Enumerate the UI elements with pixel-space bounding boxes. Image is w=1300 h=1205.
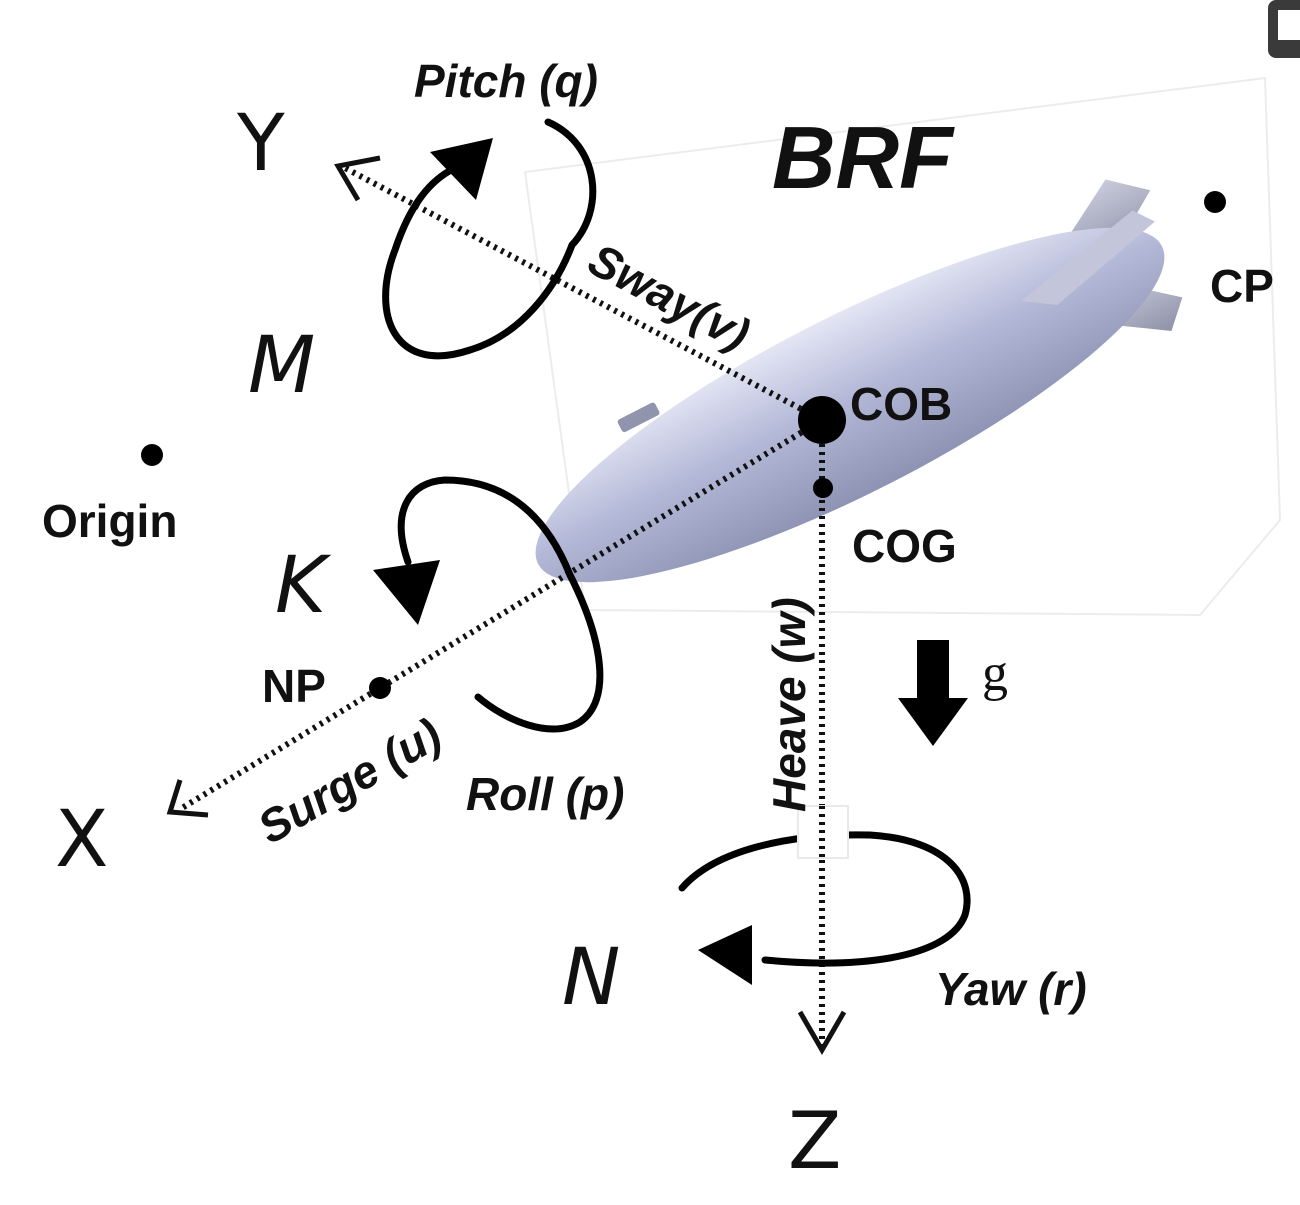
- yaw-moment-label: N: [562, 933, 620, 1023]
- np-label: NP: [262, 660, 326, 712]
- y-axis-label: Y: [236, 99, 285, 189]
- pitch-rotation-curve: [382, 118, 597, 360]
- airship-gondola: [617, 402, 660, 433]
- roll-rotation-curve: [397, 476, 604, 733]
- points: [141, 191, 1226, 699]
- z-axis-label: Z: [788, 1097, 841, 1187]
- brf-title: BRF: [772, 108, 955, 207]
- yaw-rotation-curve: [678, 831, 971, 967]
- roll-arrowhead: [373, 560, 440, 625]
- sway-motion-label: Sway(v): [580, 233, 758, 361]
- airship-tail-fin: [1021, 210, 1155, 306]
- origin-label: Origin: [42, 495, 177, 547]
- roll-motion-label: Roll (p): [466, 768, 624, 820]
- yaw-arrowhead: [698, 925, 752, 985]
- z-axis-arrowhead: [797, 1010, 847, 1055]
- cp-marker: [1204, 191, 1226, 213]
- cog-marker: [813, 478, 833, 498]
- cob-marker: [798, 396, 846, 444]
- corner-button-icon[interactable]: [1268, 0, 1300, 58]
- surge-motion-label: Surge (u): [249, 708, 450, 854]
- x-axis-label: X: [55, 795, 108, 885]
- airship-hull: [535, 227, 1165, 583]
- np-marker: [369, 677, 391, 699]
- pitch-arrowhead: [430, 138, 493, 200]
- pitch-motion-label: Pitch (q): [414, 55, 598, 107]
- yaw-motion-label: Yaw (r): [935, 963, 1087, 1015]
- gravity-arrow: [898, 640, 968, 746]
- cog-label: COG: [852, 520, 957, 572]
- heave-motion-label: Heave (w): [763, 597, 815, 812]
- airship: [535, 179, 1183, 583]
- y-axis-line: [343, 165, 824, 423]
- origin-marker: [141, 444, 163, 466]
- y-axis-arrowhead: [334, 155, 381, 202]
- gravity-label: g: [982, 645, 1008, 702]
- cob-label: COB: [850, 378, 952, 430]
- rotation-arrows: [373, 118, 971, 985]
- roll-moment-label: K: [275, 541, 332, 631]
- cp-label: CP: [1210, 260, 1274, 312]
- axes: [166, 155, 847, 1055]
- pitch-moment-label: M: [248, 321, 315, 411]
- x-axis-arrowhead: [166, 779, 209, 818]
